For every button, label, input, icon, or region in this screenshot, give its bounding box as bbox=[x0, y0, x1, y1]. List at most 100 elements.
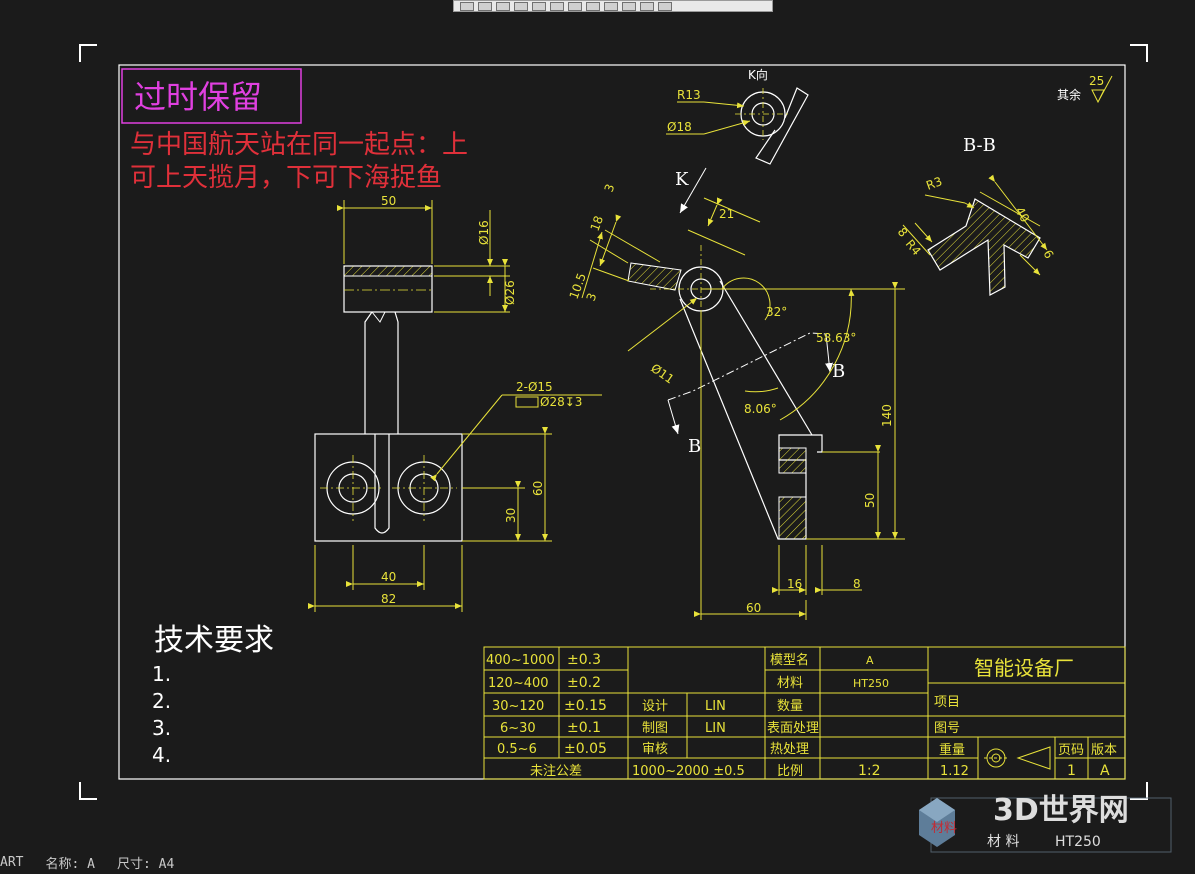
model-value: A bbox=[866, 654, 874, 667]
dim-front-60: 60 bbox=[531, 481, 545, 496]
material-label: 材料 bbox=[777, 676, 803, 691]
dim-8b: 8 bbox=[895, 225, 911, 240]
subtitle-line-1: 与中国航天站在同一起点：上 bbox=[130, 130, 468, 160]
project-label: 项目 bbox=[934, 695, 960, 710]
dim-8: 8 bbox=[853, 577, 861, 591]
dim-60: 60 bbox=[746, 601, 761, 615]
page-value: 1 bbox=[1067, 763, 1076, 779]
model-label: 模型名 bbox=[770, 652, 809, 668]
draw-label: 制图 bbox=[642, 721, 668, 736]
design-label: 设计 bbox=[642, 699, 668, 714]
draw-value: LIN bbox=[705, 721, 726, 736]
side-view: B B K bbox=[567, 167, 905, 620]
scale-value: 1:2 bbox=[858, 763, 881, 779]
zoom-in-icon[interactable] bbox=[460, 1, 474, 11]
dim-dia26: Ø26 bbox=[503, 280, 517, 305]
status-size: 尺寸: A4 bbox=[116, 856, 175, 872]
dim-6: 6 bbox=[1040, 248, 1056, 262]
tol-range: 0.5~6 bbox=[497, 742, 537, 757]
sheet-corner-marks bbox=[79, 44, 1148, 800]
dim-dia11: Ø11 bbox=[648, 361, 676, 387]
dim-16: 16 bbox=[787, 577, 802, 591]
angle-8: 8.06° bbox=[744, 402, 777, 416]
check-label: 审核 bbox=[642, 742, 668, 757]
tol-value: ±0.15 bbox=[564, 698, 607, 714]
projection-symbol bbox=[984, 746, 1051, 770]
roughness-value: 25 bbox=[1089, 74, 1104, 88]
tol-range: 6~30 bbox=[500, 721, 536, 736]
dim-3: 3 bbox=[602, 182, 618, 194]
k-view: K向 R13 Ø18 bbox=[666, 67, 809, 165]
copy-icon[interactable] bbox=[550, 1, 564, 11]
tech-title: 技术要求 bbox=[154, 623, 274, 658]
dim-r4: R4 bbox=[903, 237, 924, 258]
heat-label: 热处理 bbox=[770, 742, 809, 757]
qty-label: 数量 bbox=[777, 699, 803, 714]
watermark: 材料 3D世界网 材 料 HT250 bbox=[919, 793, 1172, 853]
tech-item: 1. bbox=[152, 662, 171, 686]
tol-range: 120~400 bbox=[488, 676, 549, 691]
tol-range: 400~1000 bbox=[486, 653, 555, 668]
stamp-box bbox=[121, 68, 302, 124]
angle-58: 58.63° bbox=[816, 331, 856, 345]
weight-label: 重量 bbox=[939, 742, 965, 758]
section-bb: B-B R3 R4 8 40 6 bbox=[895, 135, 1056, 296]
watermark-brand: 3D世界网 bbox=[993, 793, 1129, 828]
tech-item: 3. bbox=[152, 716, 171, 740]
drawing-no-label: 图号 bbox=[934, 721, 960, 736]
material-value: HT250 bbox=[853, 677, 889, 690]
tol-value: ±0.2 bbox=[567, 675, 601, 691]
dim-50: 50 bbox=[863, 493, 877, 508]
watermark-material: 材 料 bbox=[987, 834, 1019, 850]
layer-icon[interactable] bbox=[604, 1, 618, 11]
tech-item: 4. bbox=[152, 743, 171, 767]
section-mark-b-lower: B bbox=[688, 436, 701, 457]
dim-r3: R3 bbox=[924, 174, 944, 193]
toolbar bbox=[453, 0, 773, 12]
text-icon[interactable] bbox=[640, 1, 654, 11]
section-bb-title: B-B bbox=[963, 135, 996, 156]
dim-front-top-width: 50 bbox=[381, 194, 396, 208]
dim-140: 140 bbox=[880, 404, 894, 427]
surface-label: 表面处理 bbox=[767, 721, 819, 736]
print-icon[interactable] bbox=[568, 1, 582, 11]
zoom-extents-icon[interactable] bbox=[514, 1, 528, 11]
status-bar: ART 名称: A 尺寸: A4 bbox=[0, 852, 400, 872]
section-mark-b-upper: B bbox=[832, 361, 845, 382]
zoom-window-icon[interactable] bbox=[496, 1, 510, 11]
dim-3b: 3 bbox=[584, 291, 600, 303]
dim-front-82: 82 bbox=[381, 592, 396, 606]
version-value: A bbox=[1100, 763, 1110, 779]
tol-value: ±0.05 bbox=[564, 741, 607, 757]
tol-value: ±0.1 bbox=[567, 720, 601, 736]
hole-note-2: Ø28↧3 bbox=[540, 395, 582, 409]
dim-18: 18 bbox=[588, 214, 606, 233]
dim-dia18: Ø18 bbox=[667, 120, 692, 134]
tol-value: ±0.3 bbox=[567, 652, 601, 668]
view-mark-k: K bbox=[675, 169, 689, 190]
k-view-title: K向 bbox=[748, 67, 768, 82]
measure-icon[interactable] bbox=[586, 1, 600, 11]
roughness-symbol bbox=[1091, 75, 1113, 104]
status-part: ART bbox=[0, 854, 24, 870]
page-label: 页码 bbox=[1058, 743, 1084, 758]
watermark-sub: 材料 bbox=[931, 821, 957, 836]
subtitle-line-2: 可上天揽月，下可下海捉鱼 bbox=[130, 163, 442, 193]
settings-icon[interactable] bbox=[658, 1, 672, 11]
zoom-out-icon[interactable] bbox=[478, 1, 492, 11]
tech-item: 2. bbox=[152, 689, 171, 713]
dim-40: 40 bbox=[1012, 205, 1032, 225]
roughness-label: 其余 bbox=[1057, 87, 1081, 102]
weight-value: 1.12 bbox=[940, 764, 969, 779]
dim-front-30: 30 bbox=[504, 508, 518, 523]
dim-21: 21 bbox=[719, 207, 734, 221]
tol-range: 30~120 bbox=[492, 699, 544, 714]
dimension-icon[interactable] bbox=[622, 1, 636, 11]
design-value: LIN bbox=[705, 699, 726, 714]
pan-icon[interactable] bbox=[532, 1, 546, 11]
untolerance-label: 未注公差 bbox=[530, 764, 582, 779]
dim-dia16: Ø16 bbox=[477, 220, 491, 245]
hole-note-1: 2-Ø15 bbox=[516, 380, 553, 394]
dim-front-40: 40 bbox=[381, 570, 396, 584]
